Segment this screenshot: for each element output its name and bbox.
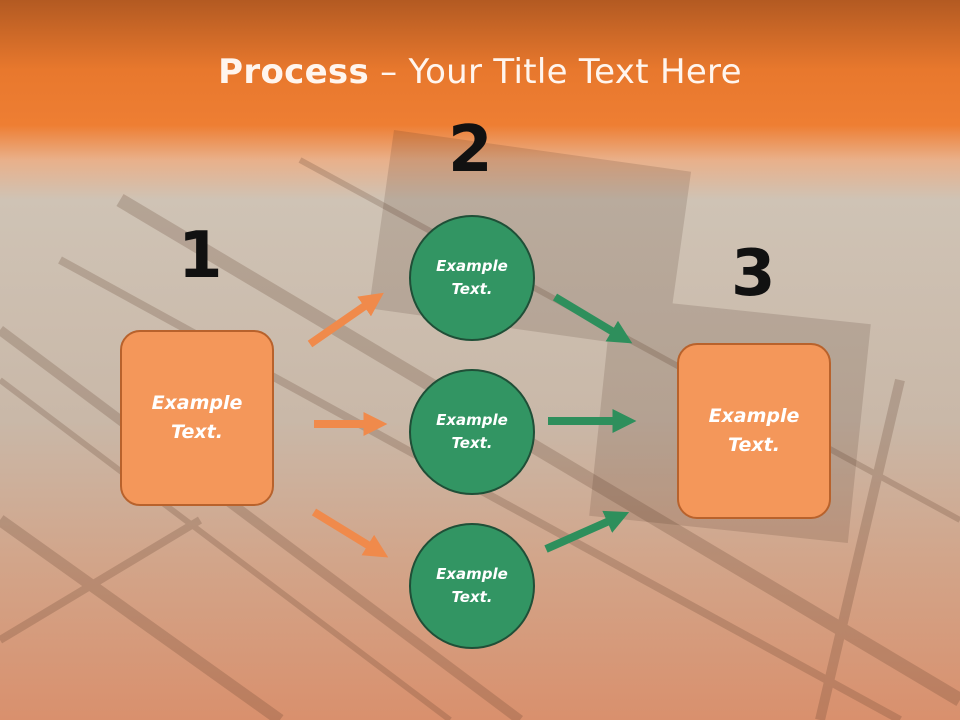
circle-text-line2: Text. <box>451 434 493 452</box>
step-3-text-line1: Example <box>708 404 800 427</box>
circle-text-line2: Text. <box>451 280 493 298</box>
step-number-2: 2 <box>448 113 493 187</box>
arrow-right-up-icon <box>544 510 630 553</box>
step-number-3: 3 <box>731 237 776 311</box>
step-2-circle-bottom: Example Text. <box>409 523 535 649</box>
circle-text-line2: Text. <box>451 588 493 606</box>
step-2-circle-middle: Example Text. <box>409 369 535 495</box>
step-1-text-line2: Text. <box>171 421 223 443</box>
step-2-circle-top: Example Text. <box>409 215 535 341</box>
slide-title: Process – Your Title Text Here <box>0 52 960 92</box>
circle-text-line1: Example <box>436 564 508 583</box>
arrow-right-up-icon <box>307 292 384 348</box>
step-1-box: Example Text. <box>120 330 274 506</box>
arrow-right-down-icon <box>311 508 389 558</box>
circle-text-line1: Example <box>436 256 508 275</box>
arrow-right-down-icon <box>552 293 633 344</box>
title-bold: Process <box>218 52 370 92</box>
step-3-text-line2: Text. <box>728 434 780 456</box>
step-3-box: Example Text. <box>677 343 831 519</box>
circle-text-line1: Example <box>436 410 508 429</box>
step-number-1: 1 <box>178 219 223 293</box>
step-1-text-line1: Example <box>151 391 243 414</box>
title-rest: – Your Title Text Here <box>369 52 742 92</box>
